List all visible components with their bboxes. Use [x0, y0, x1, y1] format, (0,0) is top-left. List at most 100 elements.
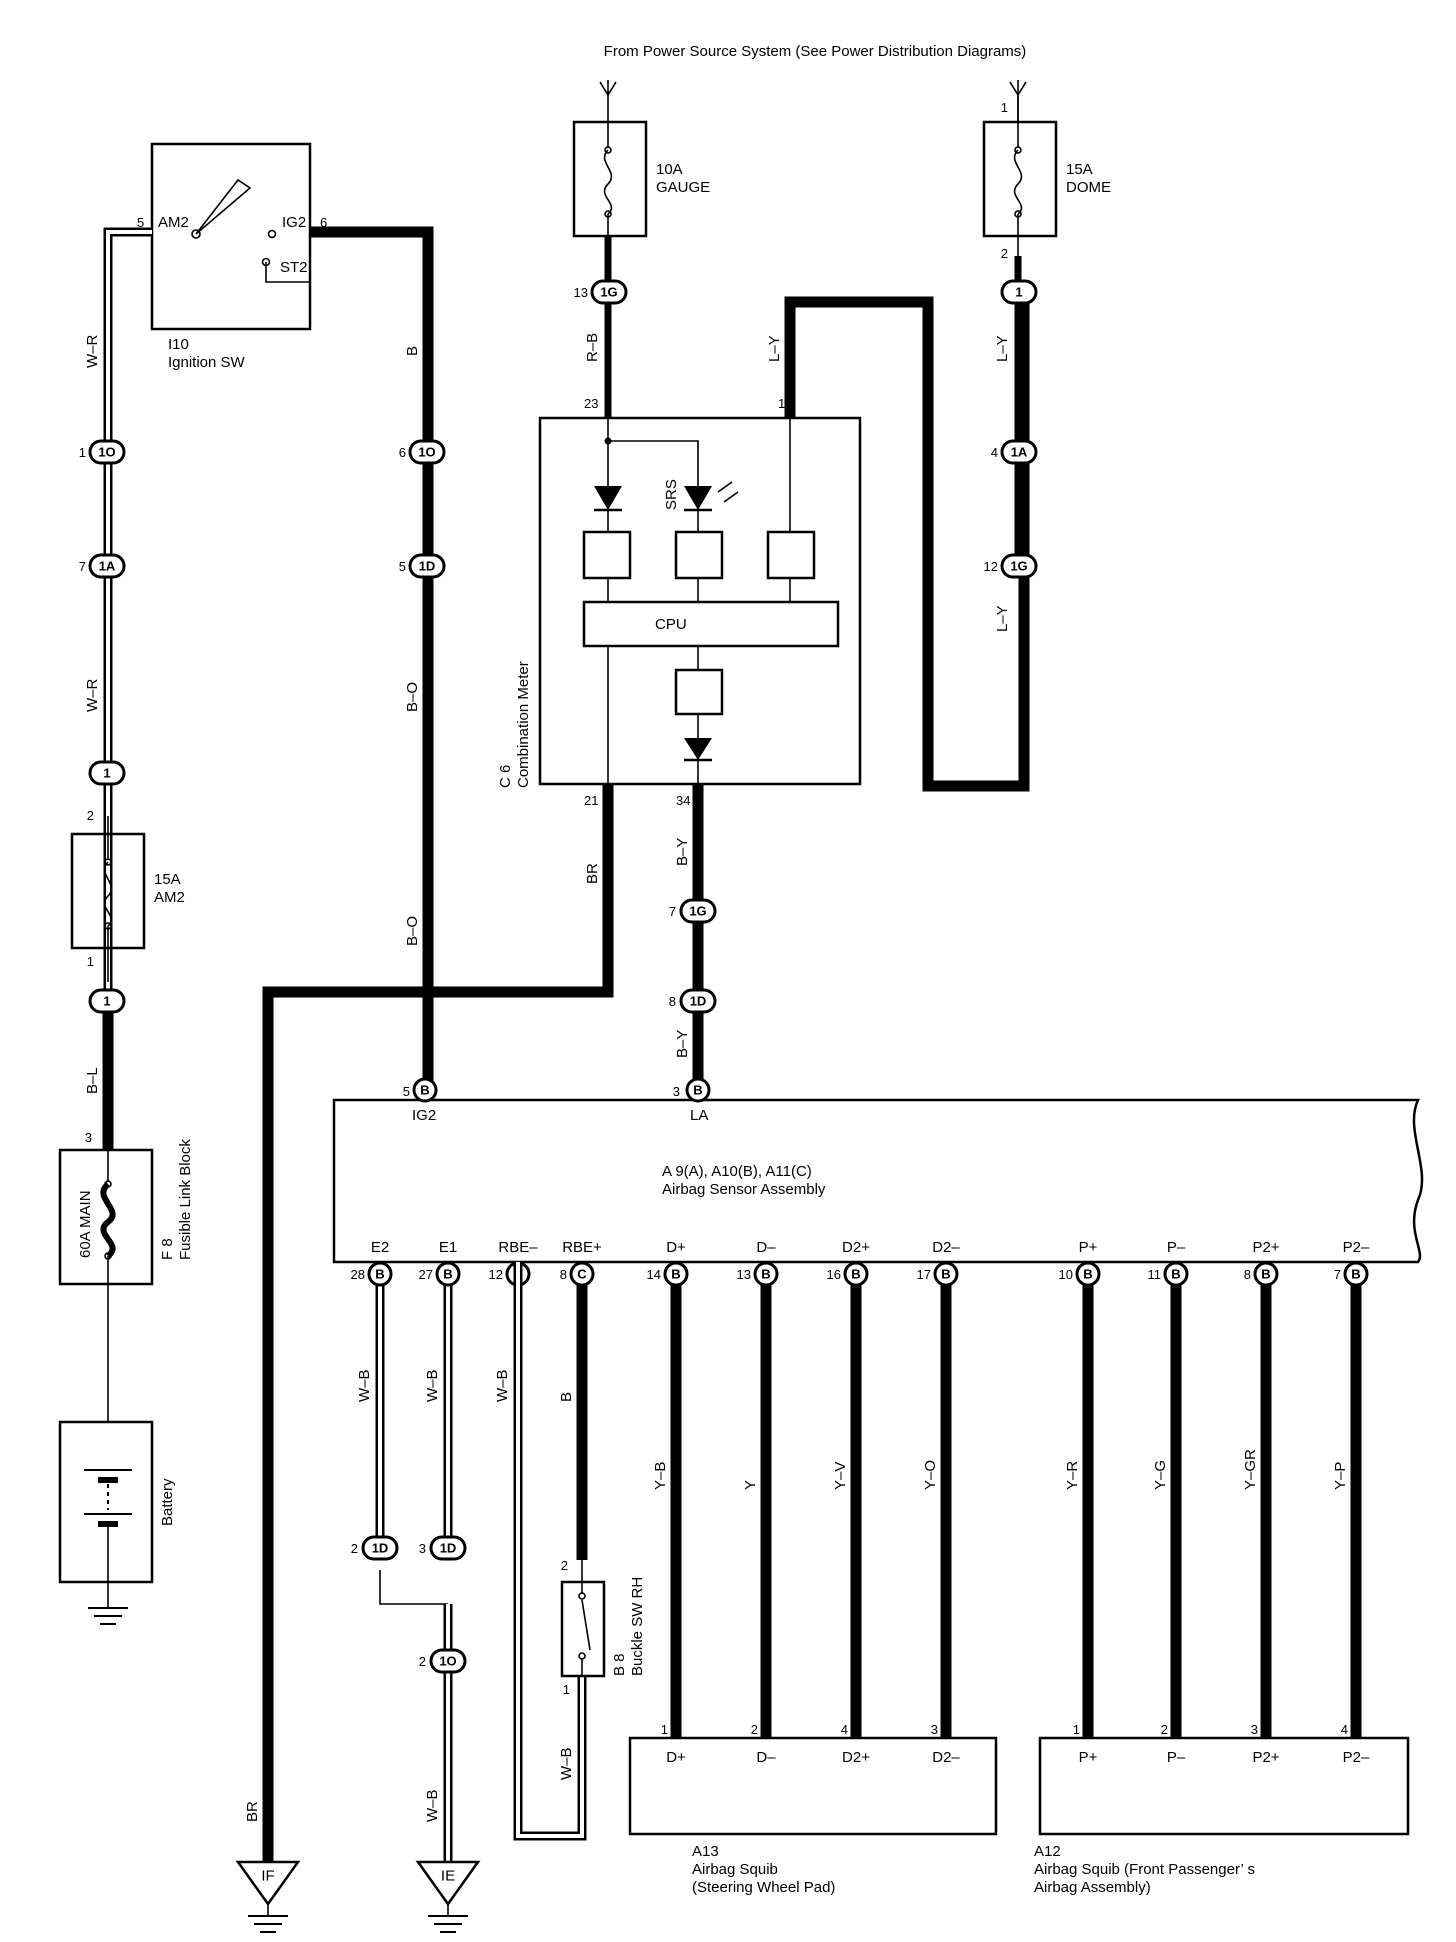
battery-name: Battery: [159, 1478, 176, 1526]
fuse-gauge: [572, 120, 648, 238]
pin-label: 6: [399, 445, 406, 460]
ignition-name: Ignition SW: [168, 354, 246, 371]
sensor-name: Airbag Sensor Assembly: [662, 1181, 826, 1198]
sensor-terminal-pin: 16: [827, 1267, 841, 1282]
sensor-terminal-pin: 17: [917, 1267, 931, 1282]
sensor-terminal-pin: 13: [737, 1267, 751, 1282]
connector-1G-by: [679, 898, 717, 924]
sensor-wire-color: Y–G: [1152, 1460, 1169, 1490]
sensor-wire-color: W–B: [494, 1369, 511, 1402]
connector-label: 1G: [600, 285, 617, 300]
wire-label-b-y: B–Y: [674, 1030, 691, 1058]
fusible-link-code: F 8: [159, 1238, 176, 1260]
sensor-terminal-connector-label: B: [1171, 1267, 1180, 1282]
sensor-terminal-pin: 11: [1148, 1267, 1162, 1282]
meter-cpu-label: CPU: [655, 616, 687, 633]
pin-label: 8: [669, 994, 676, 1009]
sensor-terminal-connector-label: B: [761, 1267, 770, 1282]
connector-label: 1: [103, 766, 110, 781]
sensor-terminal-pin: 8: [560, 1267, 567, 1282]
sensor-terminal-name: RBE–: [498, 1239, 538, 1256]
wire-label-b: B: [404, 346, 421, 356]
pin-label: 1: [87, 954, 94, 969]
fusible-link-rating: 60A MAIN: [77, 1190, 94, 1258]
sensor-terminal-la: LA: [690, 1107, 708, 1124]
ground-ie: [415, 1860, 481, 1933]
sensor-terminal-connector: [367, 1261, 393, 1287]
wire-label-b-y: B–Y: [674, 838, 691, 866]
sensor-terminal-name: P+: [1079, 1239, 1098, 1256]
sensor-terminal-connector: [1253, 1261, 1279, 1287]
pin-label: 1: [778, 396, 785, 411]
sensor-terminal-name: P–: [1167, 1239, 1186, 1256]
squib-terminal-pin: 1: [1073, 1722, 1080, 1737]
fuse-gauge-name: GAUGE: [656, 179, 710, 196]
pin-label: 4: [991, 445, 998, 460]
squib-driver-code: A13: [692, 1843, 719, 1860]
pin-label: 2: [87, 808, 94, 823]
pin-label: 1: [79, 445, 86, 460]
sensor-terminal-name: D–: [756, 1239, 776, 1256]
sensor-terminal-name: E1: [439, 1239, 457, 1256]
wire-e2-tie: [379, 1570, 448, 1605]
connector-label: 1D: [372, 1541, 389, 1556]
power-source-caption: From Power Source System (See Power Dist…: [604, 43, 1027, 60]
sensor-wire-color: Y–B: [652, 1462, 669, 1490]
squib-terminal-name: D+: [666, 1749, 686, 1766]
connector-label: 1: [1015, 285, 1022, 300]
wire-label-br: BR: [584, 863, 601, 884]
sensor-terminal-connector-label: B: [375, 1267, 384, 1282]
squib-terminal-pin: 1: [661, 1722, 668, 1737]
sensor-wire-color: Y–V: [832, 1462, 849, 1490]
squib-terminal-pin: 4: [841, 1722, 848, 1737]
squib-passenger-box: [1038, 1736, 1410, 1836]
meter-name: Combination Meter: [515, 661, 532, 788]
wire-label-b-o: B–O: [404, 916, 421, 946]
sensor-terminal-pin: 8: [1244, 1267, 1251, 1282]
fuse-dome-amps: 15A: [1066, 161, 1093, 178]
connector-label: 1G: [689, 904, 706, 919]
combination-meter: [538, 416, 862, 786]
sensor-terminal-connector: [435, 1261, 461, 1287]
squib-terminal-name: P+: [1079, 1749, 1098, 1766]
pin-label: 3: [419, 1541, 426, 1556]
connector-label: 1A: [1011, 445, 1028, 460]
wire-label-b-l: B–L: [84, 1067, 101, 1094]
squib-terminal-name: P2–: [1343, 1749, 1370, 1766]
connector-1-am2-bottom: [88, 988, 126, 1014]
pin-label: 23: [584, 396, 598, 411]
connector-label: 1O: [418, 445, 435, 460]
connector-1D-e2: [361, 1535, 399, 1561]
ground-ie-label: IE: [441, 1868, 455, 1885]
connector-1O-b: [408, 439, 446, 465]
sensor-wire-color: B: [558, 1392, 575, 1402]
wire-br: [262, 784, 614, 1862]
sensor-terminal-name: E2: [371, 1239, 389, 1256]
pin-label: 13: [574, 285, 588, 300]
pin-label: 6: [320, 215, 327, 230]
squib-terminal-pin: 4: [1341, 1722, 1348, 1737]
pin-label: 2: [1001, 246, 1008, 261]
connector-1G-dome: [1000, 553, 1038, 579]
fusible-link-name: Fusible Link Block: [177, 1139, 194, 1260]
squib-terminal-name: D–: [756, 1749, 776, 1766]
squib-terminal-pin: 2: [751, 1722, 758, 1737]
sensor-terminal-connector-label: B: [671, 1267, 680, 1282]
sensor-terminal-connector-label: B: [851, 1267, 860, 1282]
connector-1A-wr: [88, 553, 126, 579]
sensor-wire-color: Y–GR: [1242, 1449, 1259, 1490]
sensor-wire-color: Y–O: [922, 1460, 939, 1490]
connector-B-ig2: [412, 1077, 438, 1103]
connector-label: 1D: [440, 1541, 457, 1556]
wire-label-w-r: W–R: [84, 335, 101, 369]
fuse-gauge-amps: 10A: [656, 161, 683, 178]
squib-driver-name: Airbag Squib: [692, 1861, 778, 1878]
connector-label: 1O: [98, 445, 115, 460]
wire-label-b-o: B–O: [404, 682, 421, 712]
sensor-terminal-name: D2+: [842, 1239, 870, 1256]
pin-label: 7: [669, 904, 676, 919]
connector-1-am2-top: [88, 760, 126, 786]
squib-terminal-name: P2+: [1252, 1749, 1279, 1766]
sensor-terminal-connector: [1163, 1261, 1189, 1287]
